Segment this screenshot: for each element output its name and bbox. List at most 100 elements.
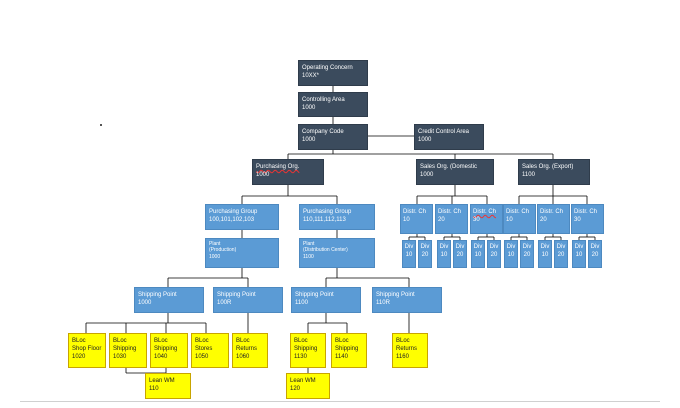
division-code: 10: [575, 252, 583, 259]
storage-location-label: BLoc: [195, 338, 209, 344]
division-code: 20: [456, 252, 464, 259]
purchasing-group-box: Purchasing Group 100,101,102,103: [205, 204, 279, 230]
division-code: 10: [474, 252, 482, 259]
shipping-point-code: 1100: [295, 300, 308, 307]
storage-location-code: 1040: [154, 354, 168, 361]
distribution-channel-label: Distr. Ch: [506, 209, 530, 215]
shipping-point-label: Shipping Point: [138, 292, 177, 298]
plant-label: Plant: [209, 241, 221, 247]
shipping-point-code: 1000: [138, 300, 152, 307]
storage-location-code: 1140: [335, 354, 348, 361]
distribution-channel-box: Distr. Ch 20: [435, 204, 468, 234]
shipping-point-label: Shipping Point: [295, 292, 334, 298]
purchasing-group-label: Purchasing Group: [209, 209, 258, 215]
sales-org-domestic-code: 1000: [420, 172, 434, 179]
storage-location-type: Shipping: [113, 346, 137, 353]
storage-location-label: BLoc: [294, 338, 308, 344]
storage-location-type: Shipping: [154, 346, 178, 353]
division-code: 20: [591, 252, 599, 259]
division-label: Div: [439, 244, 449, 250]
shipping-point-box: Shipping Point 1100: [291, 287, 361, 313]
distribution-channel-code: 20: [540, 217, 547, 224]
storage-location-label: BLoc: [335, 338, 349, 344]
storage-location-label: BLoc: [113, 338, 127, 344]
sales-org-domestic-label: Sales Org. (Domestic: [420, 164, 478, 170]
distribution-channel-label: Distr. Ch: [403, 209, 427, 215]
division-label: Div: [455, 244, 465, 250]
division-label: Div: [540, 244, 550, 250]
controlling-area-code: 1000: [302, 105, 316, 112]
division-label: Div: [574, 244, 584, 250]
division-label: Div: [404, 244, 414, 250]
shipping-point-code: 100R: [217, 300, 232, 307]
division-box: Div 20: [487, 240, 501, 268]
shipping-point-label: Shipping Point: [376, 292, 415, 298]
distribution-channel-code: 10: [403, 217, 410, 224]
division-label: Div: [590, 244, 600, 250]
purchasing-org-code: 1000: [256, 172, 270, 179]
division-code: 20: [490, 252, 498, 259]
lean-wm-box: Lean WM 120: [286, 373, 330, 399]
sales-org-domestic-box: Sales Org. (Domestic 1000: [416, 159, 494, 185]
plant-distribution-box: Plant (Distribution Center) 1100: [299, 238, 375, 268]
distribution-channel-box: Distr. Ch 30: [470, 204, 503, 234]
storage-location-label: BLoc: [396, 338, 410, 344]
credit-control-area-label: Credit Control Area: [418, 129, 470, 135]
storage-location-code: 1160: [396, 354, 409, 361]
storage-location-box: BLoc Shipping 1030: [109, 333, 147, 368]
distribution-channel-box: Distr. Ch 20: [537, 204, 570, 234]
division-code: 10: [440, 252, 448, 259]
operating-concern-label: Operating Concern: [302, 65, 353, 71]
division-box: Div 10: [572, 240, 586, 268]
shipping-point-code: 110R: [376, 300, 390, 307]
company-code-label: Company Code: [302, 129, 344, 135]
sales-org-export-code: 1100: [522, 172, 535, 179]
storage-location-label: BLoc: [236, 338, 250, 344]
storage-location-type: Returns: [236, 346, 258, 353]
storage-location-type: Shipping: [294, 346, 318, 353]
division-label: Div: [506, 244, 516, 250]
purchasing-org-label: Purchasing Org.: [256, 164, 300, 170]
sales-org-export-box: Sales Org. (Export) 1100: [518, 159, 590, 185]
division-box: Div 10: [504, 240, 518, 268]
storage-location-type: Shipping: [335, 346, 359, 353]
distribution-channel-box: Distr. Ch 10: [400, 204, 433, 234]
purchasing-org-box: Purchasing Org. 1000: [252, 159, 324, 185]
lean-wm-code: 110: [149, 386, 159, 393]
storage-location-box: BLoc Shipping 1130: [290, 333, 326, 368]
distribution-channel-code: 30: [574, 217, 581, 224]
division-code: 20: [557, 252, 565, 259]
stray-dot: [100, 124, 102, 126]
purchasing-group-codes: 110,111,112,113: [303, 217, 346, 224]
plant-type: (Production): [209, 247, 237, 254]
distribution-channel-label: Distr. Ch: [438, 209, 462, 215]
controlling-area-label: Controlling Area: [302, 97, 345, 103]
division-code: 20: [523, 252, 531, 259]
storage-location-code: 1030: [113, 354, 127, 361]
division-label: Div: [473, 244, 483, 250]
division-box: Div 20: [588, 240, 602, 268]
division-code: 10: [507, 252, 515, 259]
storage-location-code: 1130: [294, 354, 307, 361]
storage-location-box: BLoc Shipping 1140: [331, 333, 367, 368]
division-label: Div: [556, 244, 566, 250]
storage-location-box: BLoc Shipping 1040: [150, 333, 188, 368]
controlling-area-box: Controlling Area 1000: [298, 92, 368, 117]
distribution-channel-code: 30: [473, 217, 480, 224]
shipping-point-box: Shipping Point 100R: [213, 287, 283, 313]
storage-location-type: Returns: [396, 346, 418, 353]
distribution-channel-label: Distr. Ch: [574, 209, 598, 215]
division-box: Div 20: [554, 240, 568, 268]
lean-wm-label: Lean WM: [290, 378, 316, 384]
storage-location-label: BLoc: [154, 338, 168, 344]
division-box: Div 20: [453, 240, 467, 268]
purchasing-group-label: Purchasing Group: [303, 209, 352, 215]
division-code: 20: [421, 252, 429, 259]
sales-org-export-label: Sales Org. (Export): [522, 164, 574, 170]
division-label: Div: [489, 244, 499, 250]
plant-type: (Distribution Center): [303, 247, 348, 254]
